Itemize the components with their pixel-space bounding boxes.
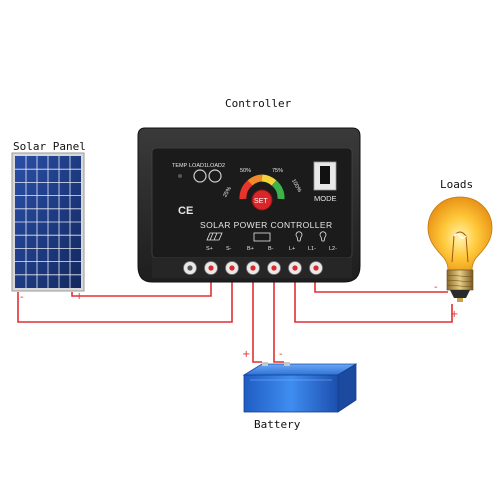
terminal-label-l-plus: L+ bbox=[289, 246, 295, 252]
mode-label: MODE bbox=[314, 194, 337, 203]
wire-battery-positive bbox=[252, 268, 262, 363]
panel-plus-mark: + bbox=[75, 291, 83, 302]
battery-symbol-icon bbox=[253, 232, 271, 242]
battery-icon bbox=[242, 362, 358, 413]
terminal-label-b-minus: B- bbox=[268, 246, 274, 252]
terminal-screw-l-plus[interactable] bbox=[267, 261, 281, 275]
panel-minus-mark: - bbox=[20, 292, 24, 303]
terminal-label-b-plus: B+ bbox=[247, 246, 254, 252]
terminal-label-s-minus: S- bbox=[226, 246, 232, 252]
battery-label: Battery bbox=[254, 418, 301, 431]
terminal-screw-s-minus[interactable] bbox=[204, 261, 218, 275]
load2-led bbox=[208, 169, 222, 183]
percent-75: 75% bbox=[272, 168, 283, 174]
terminal-label-l2-minus: L2- bbox=[329, 246, 337, 252]
solar-panel-label: Solar Panel bbox=[13, 140, 86, 153]
temp-label: TEMP bbox=[172, 163, 188, 169]
wire-load-positive bbox=[294, 268, 453, 323]
ce-mark: CE bbox=[178, 205, 193, 217]
controller-label: Controller bbox=[225, 97, 292, 110]
terminal-symbols bbox=[206, 231, 327, 242]
battery-level-arc bbox=[239, 174, 285, 200]
percent-25: 25% bbox=[222, 186, 233, 199]
temp-led bbox=[178, 174, 182, 178]
bulb-symbol-icon-2 bbox=[319, 231, 327, 242]
percent-50: 50% bbox=[240, 168, 251, 174]
controller-title: SOLAR POWER CONTROLLER bbox=[200, 220, 333, 230]
loads-label: Loads bbox=[440, 178, 474, 191]
terminal-screw-s-plus[interactable] bbox=[183, 261, 197, 275]
terminal-screw-l1-minus[interactable] bbox=[288, 261, 302, 275]
load-plus-mark: + bbox=[450, 309, 458, 320]
solar-panel-icon bbox=[11, 152, 85, 292]
set-label: SET bbox=[254, 198, 268, 205]
wire-panel-negative bbox=[17, 268, 233, 323]
light-bulb-icon bbox=[427, 196, 493, 302]
set-button[interactable] bbox=[251, 189, 273, 211]
terminal-label-l1-minus: L1- bbox=[308, 246, 316, 252]
terminal-screw-l2-minus[interactable] bbox=[309, 261, 323, 275]
solar-symbol-icon bbox=[206, 232, 223, 241]
load1-label: LOAD1 bbox=[189, 163, 207, 169]
bulb-symbol-icon bbox=[295, 231, 303, 242]
load2-label: LOAD2 bbox=[207, 163, 225, 169]
load-minus-mark: - bbox=[434, 282, 438, 293]
terminal-screw-b-plus[interactable] bbox=[225, 261, 239, 275]
battery-minus-mark: - bbox=[279, 349, 283, 360]
charge-controller-icon: TEMP LOAD1 LOAD2 SET 25% 50% 75% 100% MO… bbox=[137, 127, 361, 283]
load1-led bbox=[193, 169, 207, 183]
terminal-screw-b-minus[interactable] bbox=[246, 261, 260, 275]
battery-plus-mark: + bbox=[242, 349, 250, 360]
terminal-label-s-plus: S+ bbox=[206, 246, 213, 252]
wire-battery-negative bbox=[273, 268, 284, 363]
